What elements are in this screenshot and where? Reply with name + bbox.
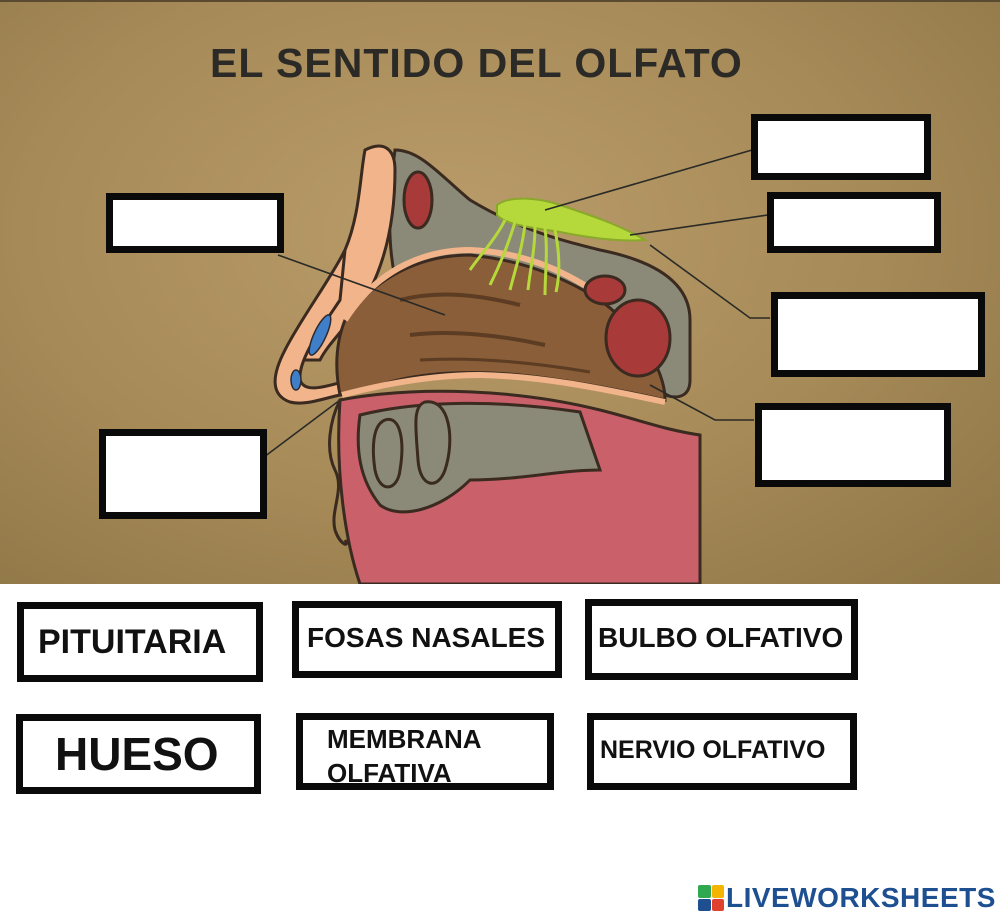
turbinate-lower-b <box>414 400 452 485</box>
nose-skin <box>273 249 354 405</box>
answer-box-right-3[interactable] <box>771 292 985 377</box>
board-top-border <box>0 0 1000 2</box>
word-card-fosas-nasales[interactable]: FOSAS NASALES <box>292 601 562 678</box>
answer-box-left-top[interactable] <box>106 193 284 253</box>
olfactory-nerve-fibers <box>468 219 561 296</box>
turbinate-lower-a <box>371 417 404 489</box>
word-card-pituitaria[interactable]: PITUITARIA <box>17 602 263 682</box>
word-card-nervio-olfativo[interactable]: NERVIO OLFATIVO <box>587 713 857 790</box>
answer-box-right-2[interactable] <box>767 192 941 253</box>
sphenoid-sinus <box>604 298 672 378</box>
liveworksheets-brand: LIVEWORKSHEETS <box>698 882 996 913</box>
page-title: EL SENTIDO DEL OLFATO <box>210 40 743 86</box>
answer-box-right-1[interactable] <box>751 114 931 180</box>
nostril-line <box>328 399 348 546</box>
answer-box-right-4[interactable] <box>755 403 951 487</box>
fluid-mark-a <box>308 314 332 356</box>
word-card-membrana-olfativa[interactable]: MEMBRANA OLFATIVA <box>296 713 554 790</box>
sphenoid-sinus-small <box>583 274 627 306</box>
liveworksheets-logo-icon <box>698 885 724 911</box>
turbinate-curve-a <box>399 292 521 307</box>
brand-text: LIVEWORKSHEETS <box>726 882 996 913</box>
mucosa-line <box>342 246 602 322</box>
mucosa-line-lower <box>341 371 666 405</box>
label-pointer-lines <box>263 149 770 458</box>
turbinate-curve-c <box>419 357 591 374</box>
word-card-hueso[interactable]: HUESO <box>16 714 261 794</box>
answer-box-left-bottom[interactable] <box>99 429 267 519</box>
word-card-bulbo-olfativo[interactable]: BULBO OLFATIVO <box>585 599 858 680</box>
fluid-mark-b <box>290 369 302 391</box>
turbinate-curve-b <box>409 331 546 347</box>
nose-anatomy-illustration <box>263 144 770 584</box>
olfactory-bulb <box>496 197 649 242</box>
frontal-sinus <box>402 170 434 230</box>
